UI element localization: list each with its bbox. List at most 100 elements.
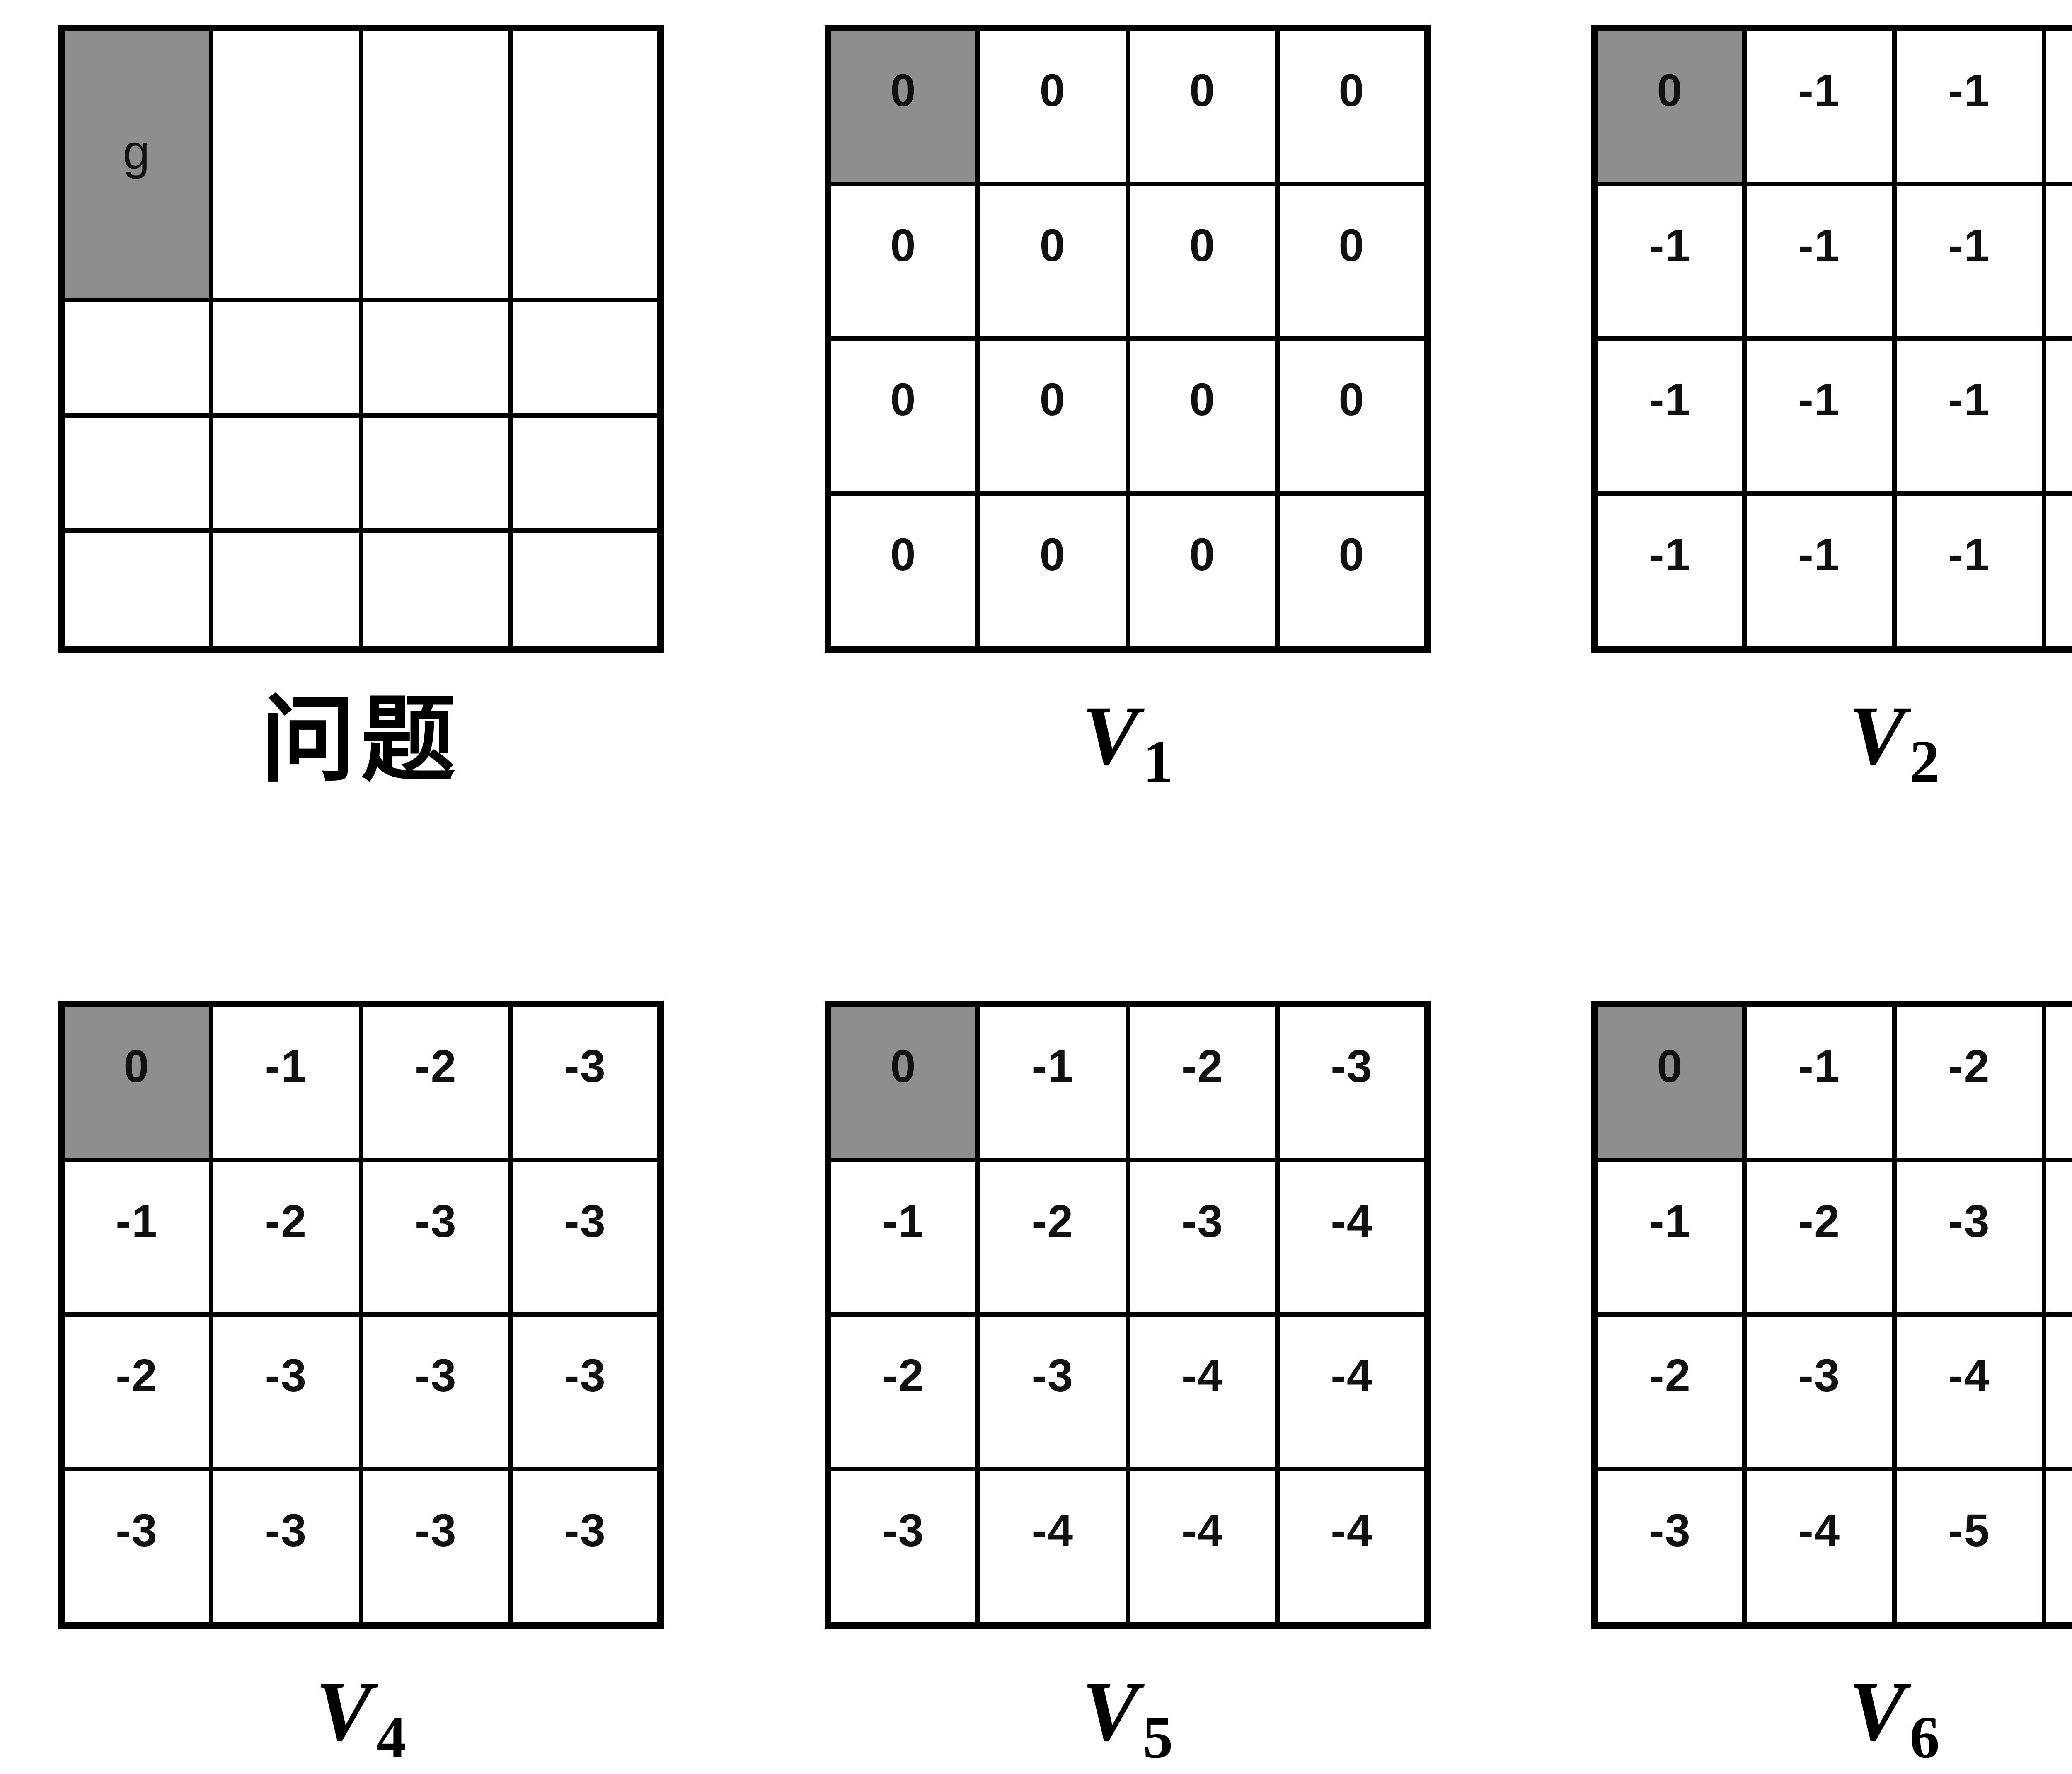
grid-cell: -1 <box>825 1158 980 1317</box>
grid-cell: -1 <box>1742 491 1897 652</box>
grid-cell: 0 <box>1275 491 1430 652</box>
v6-grid: 0-1-2-3-1-2-3-4-2-3-4-5-3-4-5-5 <box>1591 1001 2072 1629</box>
grid-cell: -1 <box>1592 336 1747 496</box>
grid-cell: 0 <box>975 336 1130 496</box>
figure-row-2: 0-1-2-3-1-2-3-3-2-3-3-3-3-3-3-3 V4 0-1-2… <box>58 1001 2072 1771</box>
grid-cell <box>358 528 513 652</box>
v2-grid-figure: 0-1-1-1-1-1-1-1-1-1-1-1-1-1-1-1 V2 <box>1591 25 2072 795</box>
grid-cell: -3 <box>1742 1312 1897 1471</box>
grid-cell: -3 <box>2042 1002 2072 1163</box>
label-subscript: 2 <box>1910 728 1940 795</box>
grid-cell: -4 <box>1275 1467 1430 1628</box>
grid-cell: 0 <box>975 491 1130 652</box>
v4-grid-label: V4 <box>58 1665 664 1771</box>
grid-cell <box>508 413 663 533</box>
grid-cell: -1 <box>59 1158 213 1317</box>
problem-grid-figure: g 问题 <box>58 25 664 795</box>
grid-row: 0-1-2-3 <box>825 1002 1430 1163</box>
grid-cell <box>508 298 663 418</box>
grid-cell: -3 <box>508 1467 663 1628</box>
grid-cell: -2 <box>1742 1158 1897 1317</box>
grid-row: -1-1-1-1 <box>1592 491 2072 652</box>
grid-row: -1-1-1-1 <box>1592 182 2072 341</box>
grid-cell: -1 <box>2042 491 2072 652</box>
grid-cell <box>508 528 663 652</box>
grid-cell: -3 <box>1125 1158 1280 1317</box>
goal-cell: 0 <box>1592 1002 1747 1163</box>
label-subscript: 4 <box>376 1704 407 1771</box>
goal-cell: 0 <box>825 1002 980 1163</box>
grid-cell: -2 <box>59 1312 213 1471</box>
label-base: V <box>1082 1665 1139 1759</box>
grid-row: -1-2-3-4 <box>1592 1158 2072 1317</box>
grid-row: -2-3-4-4 <box>825 1312 1430 1471</box>
grid-row: 0-1-2-3 <box>1592 1002 2072 1163</box>
grid-cell: -5 <box>2042 1467 2072 1628</box>
grid-row <box>59 413 663 533</box>
grid-cell: -3 <box>59 1467 213 1628</box>
label-base: V <box>1849 689 1906 783</box>
grid-cell <box>358 298 513 418</box>
grid-cell: -4 <box>1125 1312 1280 1471</box>
problem-grid-label: 问题 <box>261 689 461 793</box>
grid-cell: -2 <box>209 1158 363 1317</box>
grid-cell: -1 <box>209 1002 363 1163</box>
grid-cell <box>59 413 213 533</box>
grid-cell: -3 <box>508 1158 663 1317</box>
grid-cell: -5 <box>1892 1467 2046 1628</box>
grid-row: 0-1-1-1 <box>1592 26 2072 187</box>
grid-row: -2-3-3-3 <box>59 1312 663 1471</box>
goal-cell: 0 <box>1592 26 1747 187</box>
grid-row: -3-4-4-4 <box>825 1467 1430 1628</box>
grid-cell: -2 <box>975 1158 1130 1317</box>
v1-grid-label: V1 <box>825 689 1431 795</box>
grid-cell: -4 <box>1275 1158 1430 1317</box>
grid-cell: -3 <box>1275 1002 1430 1163</box>
grid-cell: -1 <box>1742 26 1897 187</box>
grid-cell: -2 <box>825 1312 980 1471</box>
v4-grid-figure: 0-1-2-3-1-2-3-3-2-3-3-3-3-3-3-3 V4 <box>58 1001 664 1771</box>
grid-cell <box>59 528 213 652</box>
goal-cell: 0 <box>825 26 980 187</box>
v4-grid: 0-1-2-3-1-2-3-3-2-3-3-3-3-3-3-3 <box>58 1001 664 1629</box>
grid-cell: -3 <box>358 1312 513 1471</box>
grid-cell: 0 <box>825 336 980 496</box>
grid-cell: -4 <box>1125 1467 1280 1628</box>
grid-cell: -1 <box>2042 26 2072 187</box>
grid-cell: -3 <box>975 1312 1130 1471</box>
v2-grid-label: V2 <box>1591 689 2072 795</box>
grid-cell: 0 <box>975 26 1130 187</box>
grid-cell: -1 <box>1592 1158 1747 1317</box>
grid-cell: -3 <box>508 1312 663 1471</box>
grid-cell: -1 <box>1892 336 2046 496</box>
grid-row: -1-2-3-3 <box>59 1158 663 1317</box>
grid-cell: -3 <box>358 1158 513 1317</box>
label-subscript: 6 <box>1910 1704 1940 1771</box>
grid-cell: 0 <box>1125 336 1280 496</box>
grid-row: g <box>59 26 663 303</box>
grid-cell: -4 <box>1892 1312 2046 1471</box>
label-base: V <box>315 1665 373 1759</box>
grid-cell: -3 <box>1592 1467 1747 1628</box>
grid-cell: -1 <box>2042 336 2072 496</box>
grid-row: -1-2-3-4 <box>825 1158 1430 1317</box>
grid-cell: 0 <box>1275 182 1430 341</box>
label-subscript: 5 <box>1143 1704 1173 1771</box>
grid-cell: 0 <box>1125 491 1280 652</box>
label-base: V <box>1082 689 1139 783</box>
grid-cell: -2 <box>358 1002 513 1163</box>
grid-cell: -4 <box>1275 1312 1430 1471</box>
grid-cell: 0 <box>1125 26 1280 187</box>
grid-cell: -3 <box>1892 1158 2046 1317</box>
grid-cell: -1 <box>1892 182 2046 341</box>
grid-row <box>59 528 663 652</box>
grid-cell <box>358 26 513 303</box>
grid-cell: -1 <box>1892 26 2046 187</box>
v5-grid-label: V5 <box>825 1665 1431 1771</box>
grid-cell: -1 <box>1742 182 1897 341</box>
goal-cell: g <box>59 26 213 303</box>
